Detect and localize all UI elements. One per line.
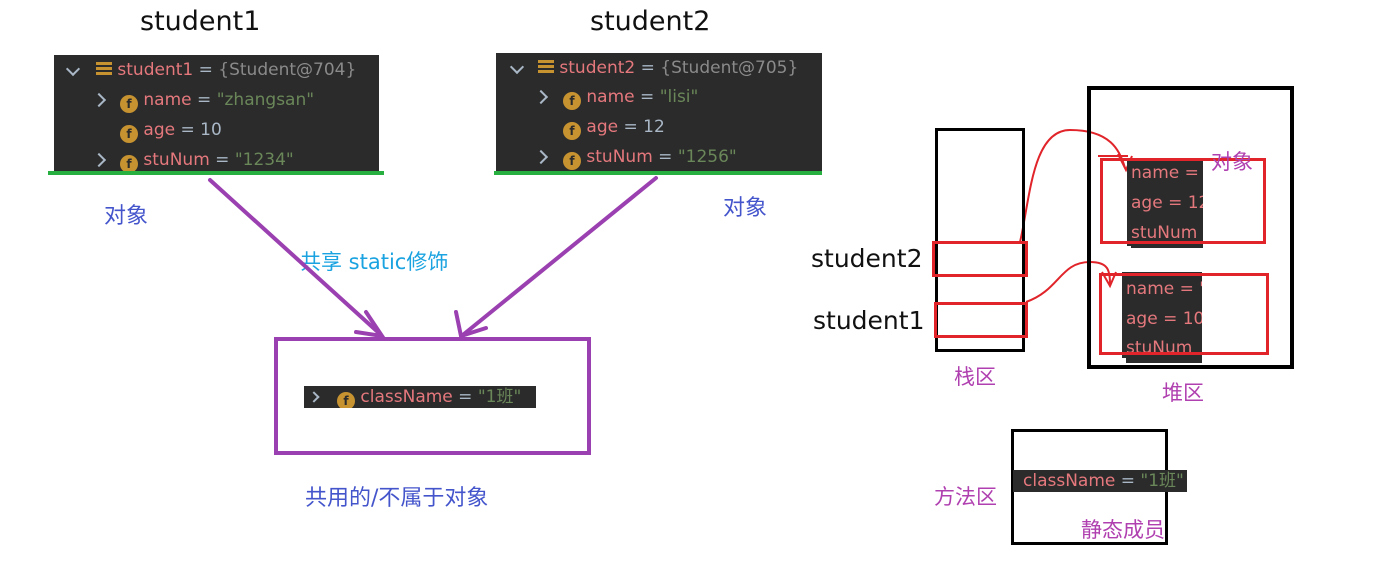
heap-top-name: name =	[1131, 158, 1203, 188]
object-icon	[96, 62, 112, 76]
shared-static-box	[274, 337, 591, 455]
root-key: student1	[117, 60, 194, 80]
panel1-underline	[48, 171, 384, 175]
root-key: student2	[559, 58, 636, 78]
arrowhead-right	[454, 310, 488, 339]
student1-title: student1	[140, 6, 261, 37]
field-row-name[interactable]: f name = "zhangsan"	[54, 85, 379, 115]
arrowhead-left	[354, 310, 387, 339]
field-icon: f	[563, 152, 581, 170]
shared-static-field-row[interactable]: f className = "1班"	[304, 386, 536, 408]
heap-object-bottom: name = " age = 10 stuNum	[1122, 272, 1202, 363]
stack-slot-student1	[934, 302, 1028, 338]
field-icon: f	[120, 155, 138, 173]
heap-area-label: 堆区	[1162, 381, 1204, 405]
student2-root-row[interactable]: student2 = {Student@705}	[496, 53, 822, 83]
common-not-object-label: 共用的/不属于对象	[305, 486, 489, 511]
student2-title: student2	[590, 6, 711, 37]
stack-label-student2: student2	[811, 244, 923, 273]
heap-object-bottom-frame	[1099, 273, 1269, 355]
heap-area-box	[1087, 86, 1294, 369]
method-area-label: 方法区	[934, 485, 997, 509]
student2-debug-panel: student2 = {Student@705} f name = "lisi"…	[496, 53, 822, 173]
field-icon: f	[563, 122, 581, 140]
chevron-right-icon[interactable]	[308, 391, 320, 403]
heap-object-top-frame	[1100, 158, 1266, 244]
field-icon: f	[563, 92, 581, 110]
field-icon: f	[120, 95, 138, 113]
stack-area-label: 栈区	[954, 365, 996, 389]
stack-slot-student2	[932, 241, 1028, 277]
field-row-age[interactable]: f age = 12	[496, 112, 822, 142]
object-icon	[538, 60, 554, 74]
student1-debug-panel: student1 = {Student@704} f name = "zhang…	[54, 55, 379, 173]
heap-object-label: 对象	[1211, 150, 1253, 174]
arrow-line-left	[208, 178, 382, 336]
field-icon: f	[337, 392, 355, 408]
field-row-stunum[interactable]: f stuNum = "1256"	[496, 142, 822, 172]
stack-area-box	[935, 128, 1025, 352]
field-row-age[interactable]: f age = 10	[54, 115, 379, 145]
root-value: {Student@704}	[218, 60, 357, 80]
heap-bottom-age: age = 10	[1126, 304, 1202, 334]
field-row-name[interactable]: f name = "lisi"	[496, 82, 822, 112]
stack-label-student1: student1	[813, 306, 925, 335]
heap-bottom-name: name = "	[1126, 274, 1202, 304]
object-label-left: 对象	[104, 204, 149, 229]
heap-top-age: age = 12	[1131, 188, 1203, 218]
field-icon: f	[120, 125, 138, 143]
method-area-static-field: className = "1班"	[1013, 470, 1187, 492]
ref-curve-student2	[1019, 128, 1126, 243]
static-member-label: 静态成员	[1081, 518, 1165, 542]
root-value: {Student@705}	[660, 58, 799, 78]
arrow-line-right	[462, 176, 658, 336]
field-row-stunum[interactable]: f stuNum = "1234"	[54, 145, 379, 175]
panel2-underline	[494, 171, 822, 175]
student1-root-row[interactable]: student1 = {Student@704}	[54, 55, 379, 85]
shared-static-label: 共享 static修饰	[300, 250, 449, 274]
object-label-right: 对象	[723, 196, 768, 221]
